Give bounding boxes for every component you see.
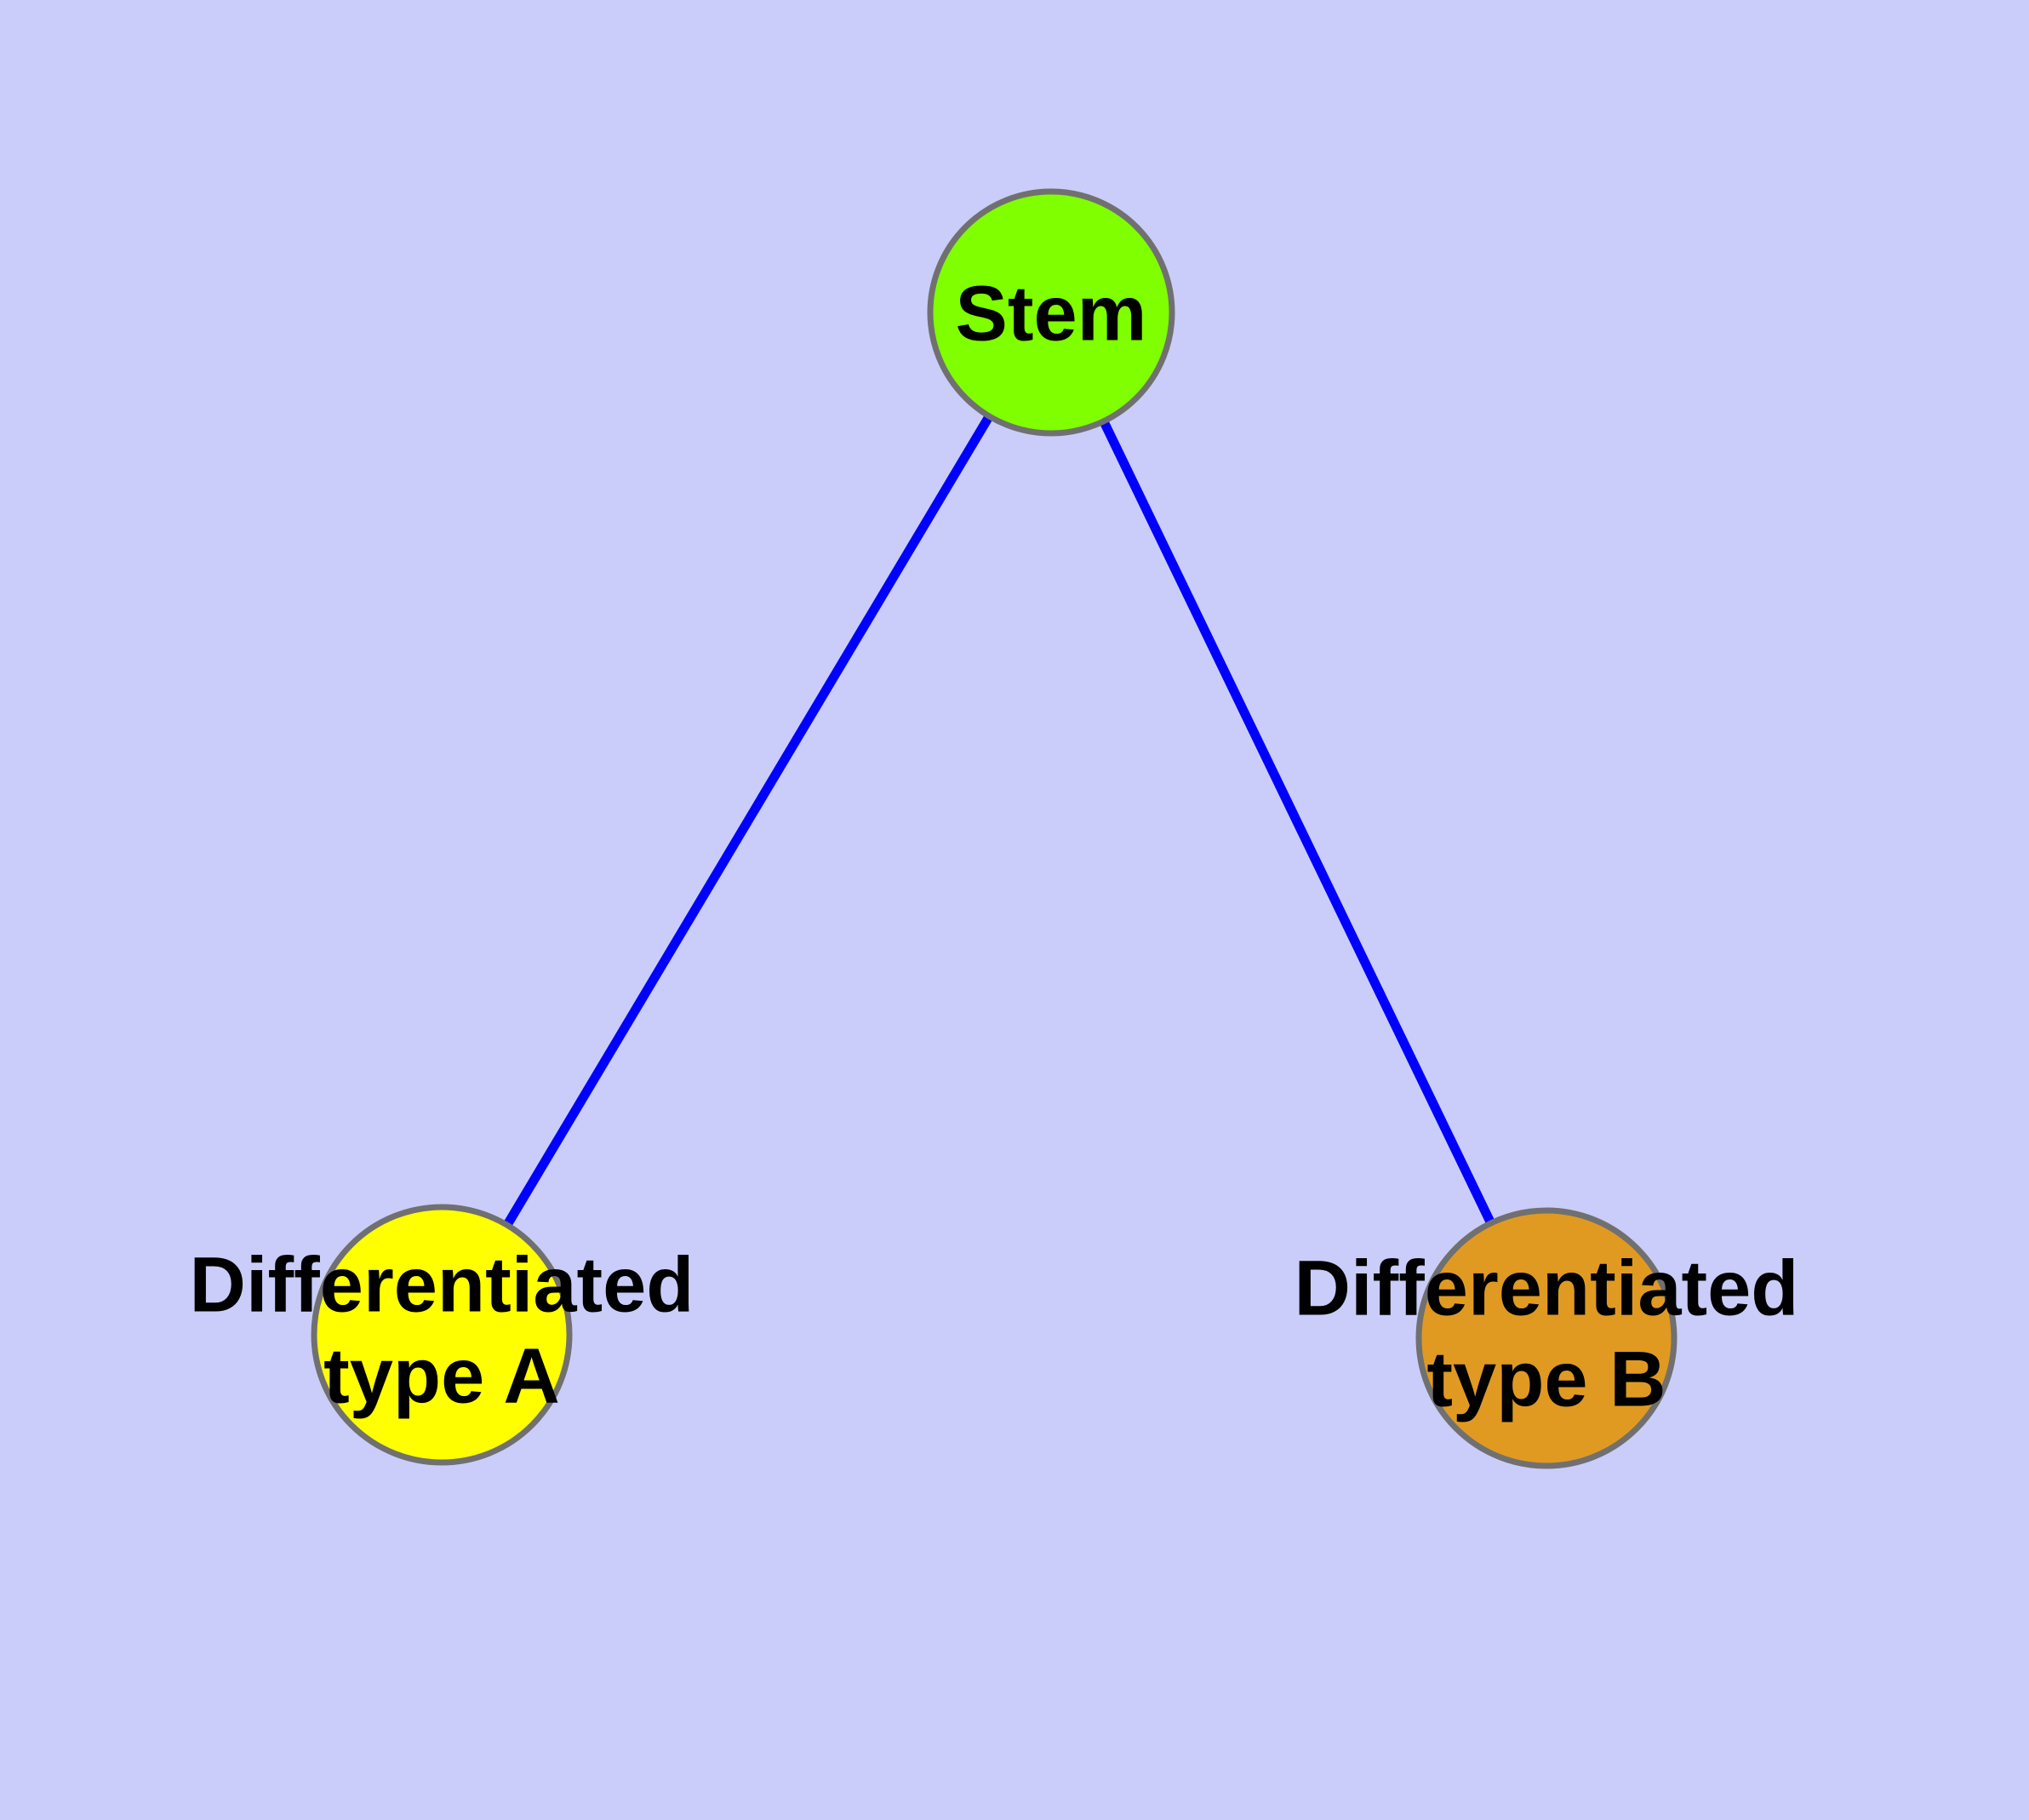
- node-stem[interactable]: [927, 188, 1175, 437]
- node-layer: [311, 188, 1677, 1469]
- edge-layer: [437, 310, 1551, 1341]
- node-stem-label: Stem: [956, 270, 1147, 357]
- node-differentiated-type-b[interactable]: [1415, 1207, 1677, 1469]
- node-stem-circle[interactable]: [927, 188, 1175, 437]
- node-differentiated-type-b-circle[interactable]: [1415, 1207, 1677, 1469]
- node-differentiated-type-a-label-line1: Differentiated: [190, 1241, 694, 1328]
- node-differentiated-type-b-label-line1: Differentiated: [1295, 1245, 1799, 1331]
- node-differentiated-type-a-circle[interactable]: [311, 1204, 573, 1466]
- node-differentiated-type-b-label-line2: type B: [1426, 1336, 1666, 1422]
- edge-stem-to-differentiated-type-a[interactable]: [437, 310, 1055, 1337]
- label-layer: Stem Differentiated type A Differentiate…: [190, 270, 1799, 1422]
- edge-stem-to-differentiated-type-b[interactable]: [1047, 310, 1551, 1341]
- node-differentiated-type-a-label-line2: type A: [323, 1332, 560, 1419]
- node-differentiated-type-a[interactable]: [311, 1204, 573, 1466]
